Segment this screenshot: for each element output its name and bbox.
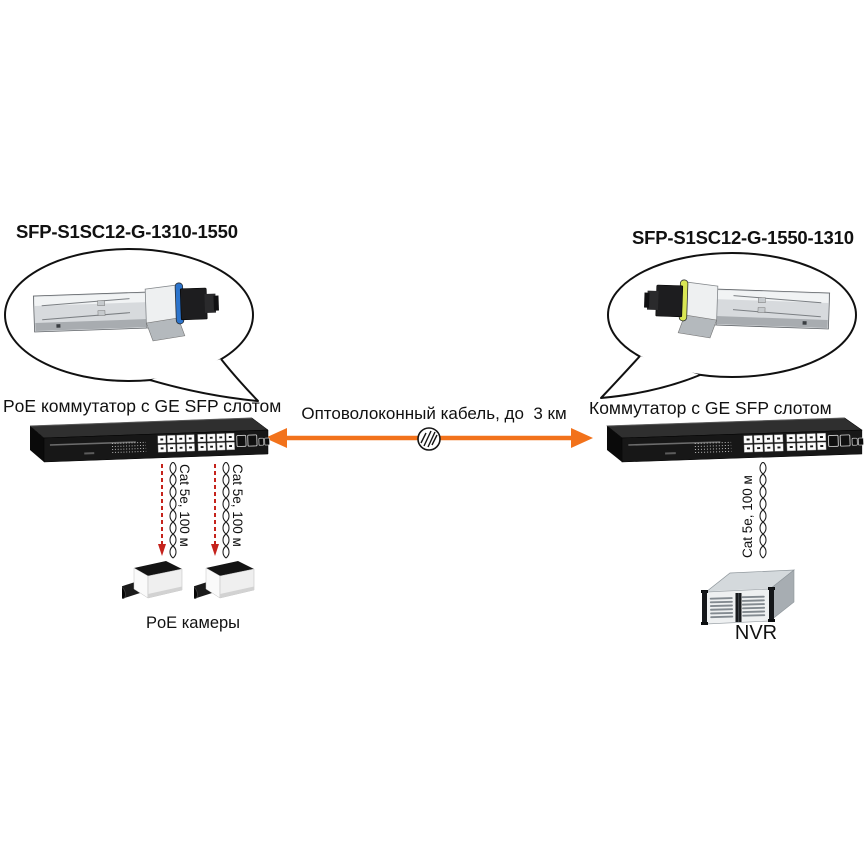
nvr-right-handle: [769, 588, 774, 622]
switch-front-details: [628, 441, 732, 455]
left-switch-label: PoE коммутатор с GE SFP слотом: [3, 396, 282, 416]
cameras-label: PoE камеры: [145, 614, 241, 632]
utp-length-label-2: Cat 5e, 100 м: [230, 464, 245, 547]
uplink-rj45-port: [839, 434, 851, 447]
utp-length-label-1: Cat 5e, 100 м: [177, 464, 192, 547]
fiber-link-arrow: [265, 427, 593, 451]
sc-connector-tip: [646, 290, 659, 311]
sfp-etch-line: [733, 295, 822, 304]
nvr-vent-grille-right: [741, 595, 766, 617]
right-sfp-callout: [600, 252, 857, 399]
sc-connector-body: [179, 287, 208, 321]
switch-model-text: [628, 441, 721, 446]
uplink-rj45-port: [236, 434, 247, 447]
twisted-pair-icon: [169, 462, 177, 559]
switch-top-edge: [606, 417, 845, 427]
sc-connector-cap: [644, 292, 650, 308]
speech-bubble-tail: [600, 355, 701, 399]
sc-connector-tip: [204, 293, 217, 314]
left-sfp-callout: [4, 248, 259, 402]
switch-port-block: [743, 432, 864, 453]
camera-top-face: [206, 561, 254, 576]
sfp-mid-block-flap: [677, 314, 718, 339]
sfp-slot: [258, 437, 265, 446]
sfp-etch-line: [41, 298, 130, 307]
utp-run-nvr: [759, 462, 767, 559]
left-sfp-part-number: SFP-S1SC12-G-1310-1550: [16, 221, 238, 242]
camera-top-face: [134, 561, 182, 576]
fiber-cable-label: Оптоволоконный кабель, до 3 км: [301, 404, 567, 423]
switch-side-face: [30, 426, 44, 462]
switch-logo-mark: [665, 452, 676, 455]
switch-side-face: [606, 426, 622, 462]
fiber-arrowhead-left: [265, 428, 287, 448]
twisted-pair-icon: [222, 462, 230, 559]
nvr-vent-grille-left: [709, 597, 734, 619]
nvr-label: NVR: [734, 622, 778, 644]
rj45-port-notches: [160, 436, 232, 450]
fiber-junction-icon: [417, 427, 441, 451]
poe-camera-illustration: [194, 561, 255, 599]
sfp-pin-hole: [802, 321, 807, 325]
camera-bottom-shade: [220, 586, 254, 598]
sfp-slot: [264, 437, 270, 446]
poe-switch-illustration: [29, 417, 270, 463]
sfp-body-shadow: [715, 316, 828, 328]
sfp-module-shapes: [644, 279, 831, 339]
sfp-clip: [758, 297, 766, 304]
sfp-slot: [857, 437, 864, 446]
sfp-clip: [97, 300, 105, 307]
nvr-center-stripe-highlight: [738, 593, 740, 622]
utp-length-label-nvr: Cat 5e, 100 м: [740, 475, 755, 558]
switch-logo-mark: [84, 452, 95, 455]
utp-drop-2: [211, 462, 230, 559]
switch-illustration: [606, 417, 864, 463]
switch-led-grid: [694, 441, 732, 454]
sc-connector-cap: [213, 295, 219, 311]
utp-arrowhead-down: [158, 544, 166, 556]
sfp-pin-hole: [56, 324, 61, 328]
switch-model-text: [49, 441, 136, 446]
sfp-module-illustration: [32, 282, 219, 342]
poe-camera-illustration: [122, 561, 183, 599]
sfp-body-highlight: [34, 293, 147, 306]
sc-connector-body: [655, 284, 684, 318]
fiber-arrowhead-right: [571, 428, 593, 448]
switch-led-grid: [111, 441, 147, 454]
rj45-port-notches: [746, 436, 824, 450]
twisted-pair-icon: [759, 462, 767, 559]
utp-drop-1: [158, 462, 177, 559]
uplink-rj45-port: [827, 434, 839, 447]
sfp-body-highlight: [716, 290, 829, 303]
uplink-rj45-port: [247, 434, 258, 447]
right-sfp-part-number: SFP-S1SC12-G-1550-1310: [632, 227, 854, 248]
switch-front-details: [49, 441, 147, 455]
switch-top-edge: [29, 417, 253, 427]
fiber-junction-hatch: [420, 430, 438, 448]
nvr-illustration: [701, 569, 796, 625]
nvr-left-handle: [702, 591, 707, 625]
camera-bottom-shade: [148, 586, 182, 598]
sfp-body-shadow: [35, 319, 148, 331]
nvr-left-handle-cap: [701, 622, 708, 625]
nvr-right-handle-cap: [768, 619, 775, 622]
right-switch-label: Коммутатор с GE SFP слотом: [589, 398, 832, 418]
sfp-slot: [851, 437, 858, 446]
sfp-clip: [97, 310, 106, 317]
utp-arrowhead-down: [211, 544, 219, 556]
sfp-module-illustration: [644, 279, 831, 339]
sfp-mid-block-flap: [145, 317, 186, 342]
sfp-clip: [757, 307, 766, 314]
switch-port-block: [157, 432, 270, 453]
speech-bubble-tail: [149, 358, 259, 402]
sfp-etch-line: [732, 309, 821, 318]
sfp-etch-line: [42, 312, 131, 321]
